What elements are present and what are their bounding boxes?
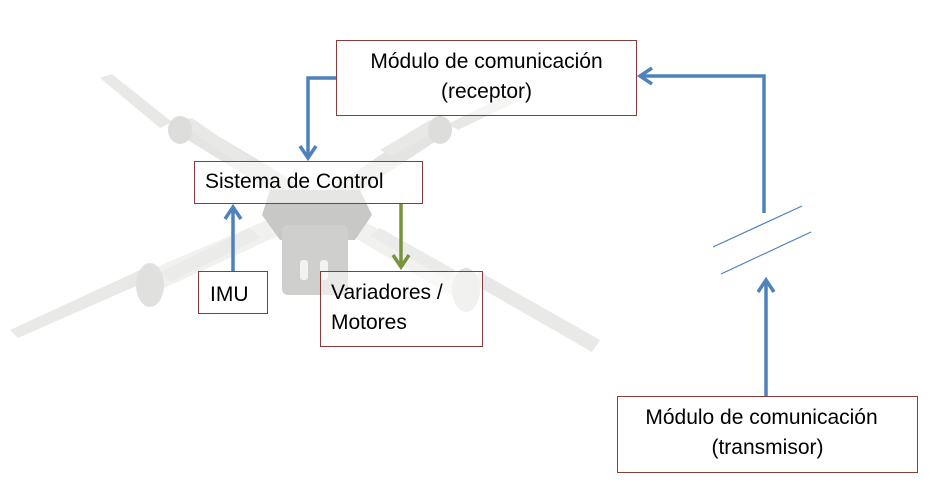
drone-motor bbox=[428, 116, 452, 144]
drone-propeller bbox=[100, 74, 172, 128]
arrowhead-link-to-receptor bbox=[636, 66, 653, 86]
receptor-module-box: Módulo de comunicación (receptor) bbox=[336, 40, 637, 116]
drone-slot bbox=[300, 260, 308, 280]
transmitter-module-label-line-2: (transmisor) bbox=[711, 436, 824, 459]
wireless-break-line-1 bbox=[712, 205, 803, 248]
motors-label-line-1: Variadores / bbox=[331, 281, 443, 304]
imu-box: IMU bbox=[198, 271, 268, 314]
arrow-receptor-to-control bbox=[306, 76, 336, 158]
drone-motor bbox=[136, 263, 164, 307]
receptor-module-label-line-1: Módulo de comunicación bbox=[370, 50, 603, 73]
drone-propeller bbox=[160, 228, 260, 282]
receptor-module-label-line-2: (receptor) bbox=[440, 80, 533, 103]
arrowhead-receptor-to-control bbox=[298, 145, 318, 162]
motors-box: Variadores / Motores bbox=[320, 271, 483, 347]
drone-propeller bbox=[10, 270, 150, 338]
drone-propeller bbox=[380, 120, 440, 156]
drone-propeller bbox=[470, 272, 600, 352]
arrowhead-control-to-motores bbox=[391, 254, 411, 271]
arrow-link-to-receptor bbox=[640, 74, 766, 213]
arrowhead-transmisor-to-link bbox=[756, 276, 776, 293]
control-system-label: Sistema de Control bbox=[205, 170, 384, 193]
control-system-box: Sistema de Control bbox=[194, 161, 423, 204]
drone-motor bbox=[168, 116, 192, 144]
wireless-break-line-2 bbox=[720, 231, 812, 275]
transmitter-module-box: Módulo de comunicación (transmisor) bbox=[617, 396, 918, 473]
drone-propeller bbox=[180, 118, 250, 164]
motors-label-line-2: Motores bbox=[331, 311, 407, 334]
arrowhead-imu-to-control bbox=[223, 203, 243, 220]
transmitter-module-label-line-1: Módulo de comunicación bbox=[645, 406, 878, 429]
imu-label: IMU bbox=[210, 283, 249, 306]
drone-propeller bbox=[370, 228, 455, 280]
